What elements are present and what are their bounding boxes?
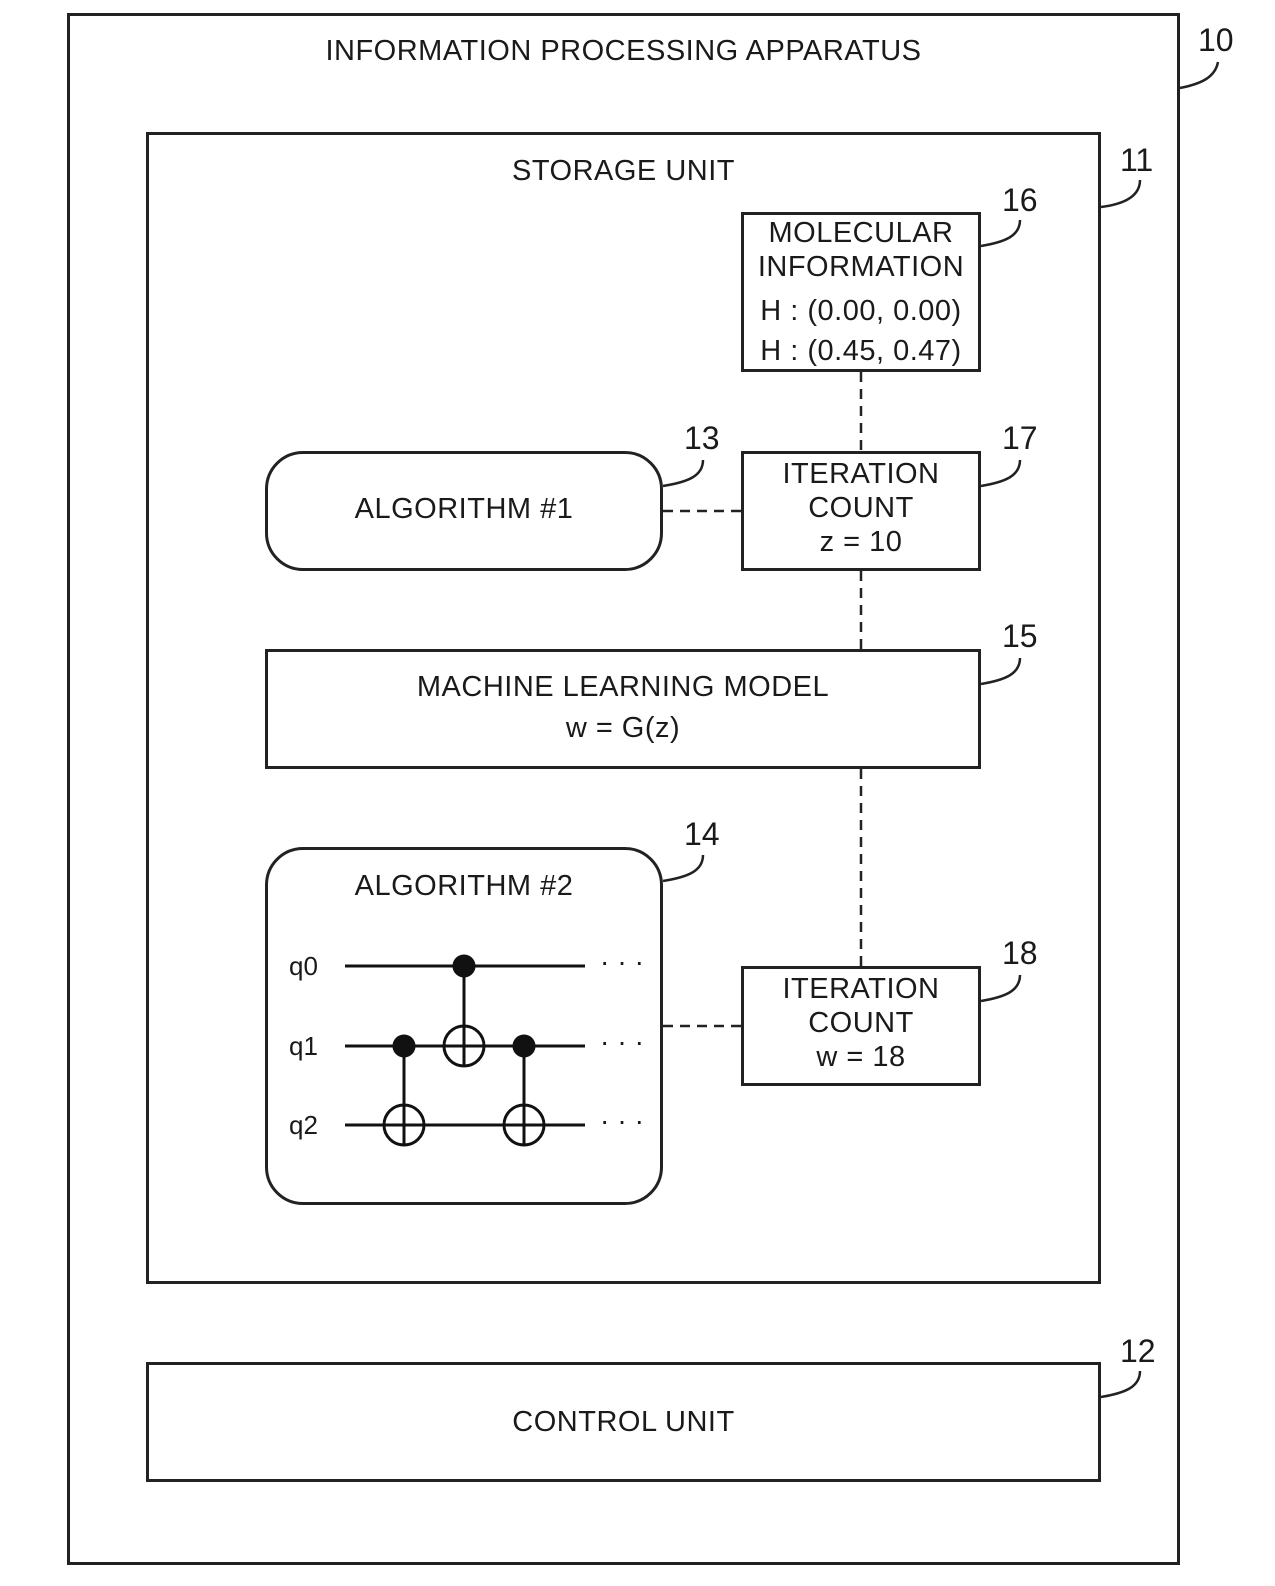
qubit-label-q1: q1: [289, 1031, 318, 1062]
algorithm2-title: ALGORITHM #2: [265, 869, 663, 904]
qubit-label-q2: q2: [289, 1110, 318, 1141]
apparatus-title: INFORMATION PROCESSING APPARATUS: [67, 34, 1180, 69]
ref-algorithm2: 14: [684, 816, 720, 853]
ref-iteration-z: 17: [1002, 420, 1038, 457]
control-unit-title: CONTROL UNIT: [146, 1405, 1101, 1440]
iteration-count-z-value: z = 10: [741, 525, 981, 560]
algorithm1-title: ALGORITHM #1: [265, 492, 663, 527]
molecular-info-line2: INFORMATION: [741, 250, 981, 285]
ref-algorithm1: 13: [684, 420, 720, 457]
iteration-count-z-line1: ITERATION: [741, 457, 981, 492]
iteration-count-z-line2: COUNT: [741, 491, 981, 526]
ml-model-title: MACHINE LEARNING MODEL: [265, 670, 981, 705]
ref-storage: 11: [1120, 142, 1153, 179]
ref-iteration-w: 18: [1002, 935, 1038, 972]
ref-ml-model: 15: [1002, 618, 1038, 655]
ref-molecular: 16: [1002, 182, 1038, 219]
molecular-atom-1: H : (0.00, 0.00): [741, 294, 981, 329]
iteration-count-w-line1: ITERATION: [741, 972, 981, 1007]
storage-unit-title: STORAGE UNIT: [146, 154, 1101, 189]
leader-10: [1180, 62, 1218, 88]
ml-model-formula: w = G(z): [265, 711, 981, 746]
ellipsis-q1: ···: [600, 1026, 652, 1058]
qubit-label-q0: q0: [289, 951, 318, 982]
iteration-count-w-value: w = 18: [741, 1040, 981, 1075]
ref-control: 12: [1120, 1333, 1156, 1370]
ml-model-box: [265, 649, 981, 769]
molecular-atom-2: H : (0.45, 0.47): [741, 334, 981, 369]
ellipsis-q2: ···: [600, 1105, 652, 1137]
molecular-info-line1: MOLECULAR: [741, 216, 981, 251]
iteration-count-w-line2: COUNT: [741, 1006, 981, 1041]
ellipsis-q0: ···: [600, 946, 652, 978]
ref-apparatus: 10: [1198, 22, 1234, 59]
